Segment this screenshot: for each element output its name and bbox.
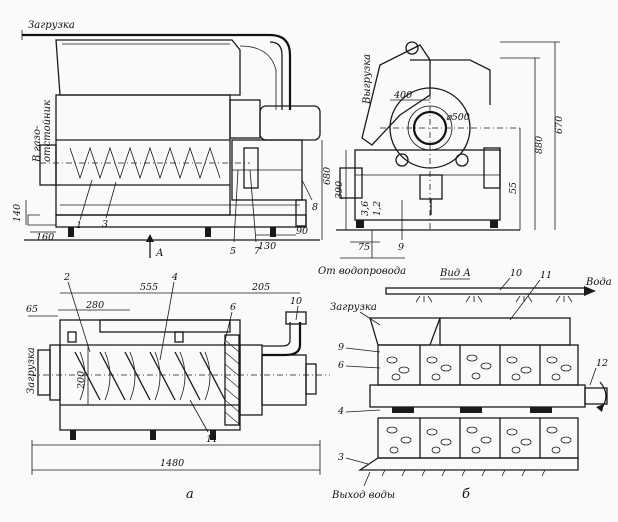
dim-390: 390 bbox=[334, 181, 345, 199]
hopper-body bbox=[55, 39, 241, 96]
callout-3: 3 bbox=[102, 219, 108, 230]
callout-9-side: 9 bbox=[398, 242, 404, 253]
plan-view: 555 205 280 65 bbox=[26, 272, 330, 502]
water-outlet-label: Выход воды bbox=[331, 490, 395, 501]
dim-55-side: 55 bbox=[508, 182, 519, 194]
unloading-chute bbox=[361, 44, 431, 146]
dim-680: 680 bbox=[322, 167, 333, 185]
callout-6-b: 6 bbox=[338, 360, 344, 371]
water-pipe bbox=[385, 287, 587, 295]
dim-670: 670 bbox=[554, 116, 565, 134]
loading-label-plan: Загрузка bbox=[26, 347, 37, 394]
dim-1480: 1480 bbox=[160, 458, 184, 469]
dim-500: ⌀500 bbox=[446, 112, 470, 123]
dim-130: 130 bbox=[258, 241, 276, 252]
shaft bbox=[369, 384, 586, 408]
view-a-hopper bbox=[369, 317, 441, 346]
drum-body bbox=[55, 94, 231, 216]
from-water-supply-label: От водопровода bbox=[318, 266, 406, 277]
dim-200: 200 bbox=[76, 371, 87, 390]
dim-1-2: 1,2 bbox=[372, 201, 383, 216]
dim-3-6: 3,6 bbox=[360, 201, 371, 216]
dim-205: 205 bbox=[251, 282, 270, 293]
dim-65: 65 bbox=[26, 304, 38, 315]
callout-5: 5 bbox=[230, 246, 236, 257]
gas-settler-label-2: отстойник bbox=[42, 100, 53, 162]
dim-75: 75 bbox=[358, 242, 370, 253]
dim-880: 880 bbox=[534, 136, 545, 154]
callout-10-b: 10 bbox=[510, 268, 522, 279]
motor bbox=[259, 105, 321, 141]
callout-11-plan: 11 bbox=[206, 434, 218, 445]
dim-555: 555 bbox=[140, 282, 158, 293]
loading-label-top: Загрузка bbox=[28, 20, 75, 31]
water-label: Вода bbox=[585, 277, 612, 288]
callout-4: 4 bbox=[171, 272, 178, 283]
gearbox bbox=[229, 99, 261, 139]
callout-1: 1 bbox=[76, 220, 82, 231]
callout-11-b: 11 bbox=[540, 270, 552, 281]
view-a-title: Вид А bbox=[439, 268, 471, 279]
loading-label-right: Загрузка bbox=[330, 302, 377, 313]
plan-motor bbox=[261, 354, 307, 406]
callout-9-b: 9 bbox=[338, 342, 344, 353]
dim-400: 400 bbox=[393, 90, 412, 101]
dim-90: 90 bbox=[296, 226, 308, 237]
callout-4-b: 4 bbox=[337, 406, 344, 417]
callout-3-b: 3 bbox=[338, 452, 344, 463]
view-a: Вид А Вода Загрузка bbox=[330, 268, 612, 502]
unloading-label: Выгрузка bbox=[362, 54, 373, 105]
arrow-a-label: А bbox=[155, 248, 164, 259]
callout-8: 8 bbox=[312, 202, 318, 213]
dim-160: 160 bbox=[36, 232, 54, 243]
dim-280: 280 bbox=[85, 300, 104, 311]
callout-6: 6 bbox=[230, 302, 236, 313]
callout-2: 2 bbox=[63, 272, 70, 283]
dim-140: 140 bbox=[12, 204, 23, 222]
caption-a: а bbox=[186, 487, 194, 502]
callout-7: 7 bbox=[254, 246, 261, 257]
side-view: 55 880 670 400 ⌀500 390 3,6 1,2 75 Выгру… bbox=[318, 41, 565, 277]
base-frame bbox=[55, 214, 307, 228]
loading-pipe bbox=[22, 33, 292, 110]
caption-b: б bbox=[462, 487, 470, 502]
callout-10-plan: 10 bbox=[290, 296, 302, 307]
gas-settler-label-1: В газо- bbox=[32, 125, 43, 163]
front-view: 160 140 130 90 680 А Загрузка В газо- от… bbox=[12, 20, 333, 259]
callout-12: 12 bbox=[596, 358, 608, 369]
water-trough bbox=[357, 457, 579, 471]
